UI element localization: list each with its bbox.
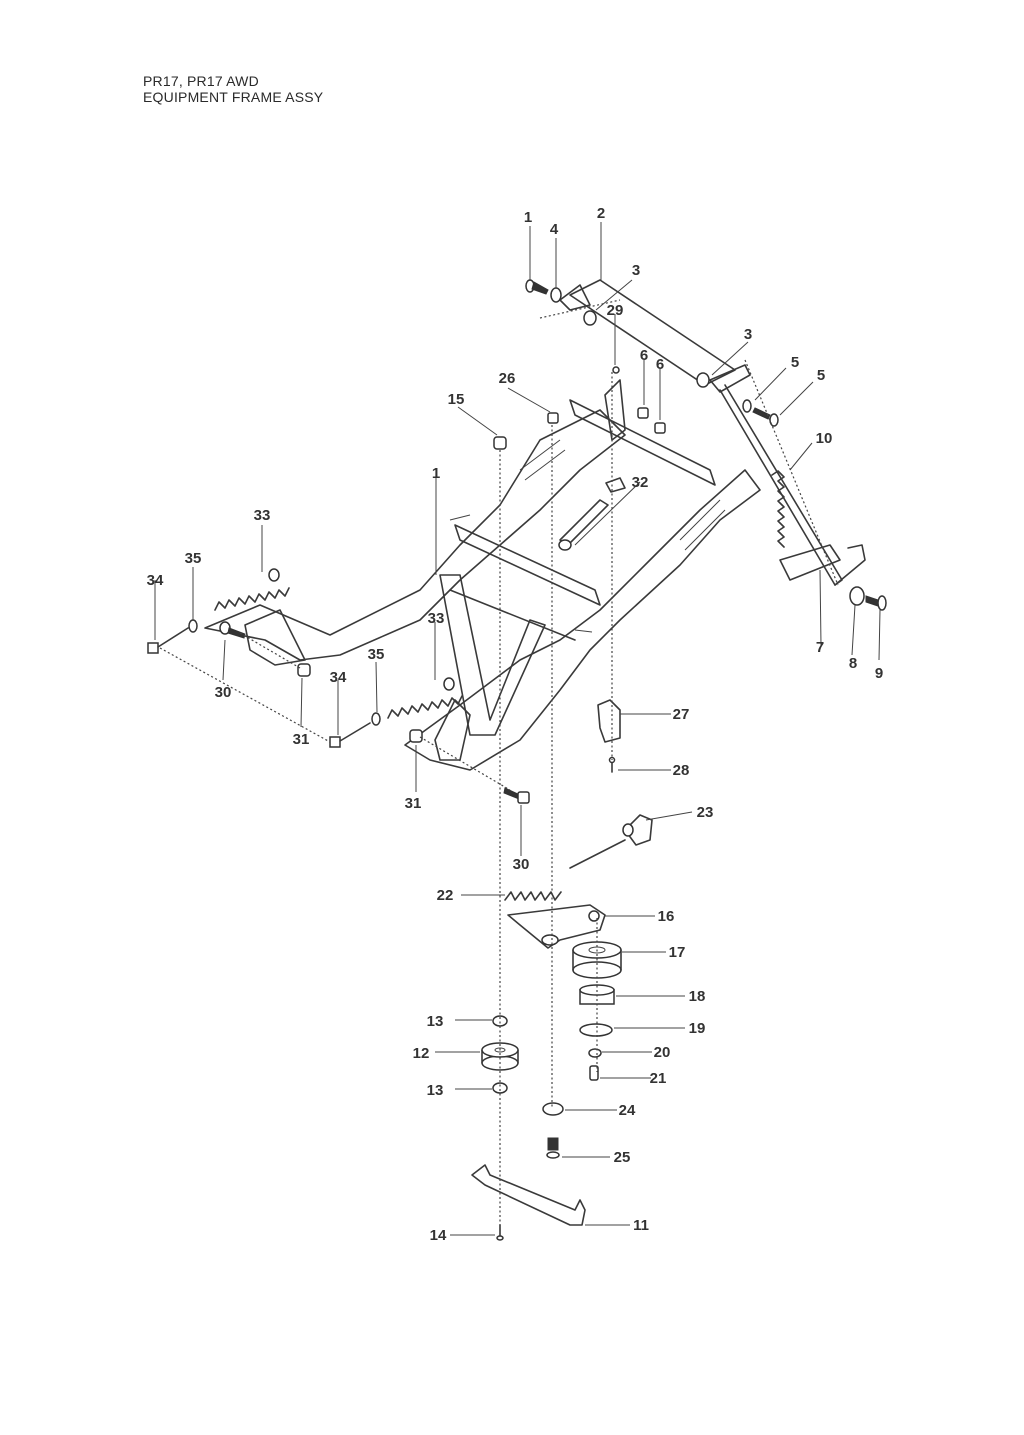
callout-23: 23 xyxy=(697,804,714,821)
callout-34: 34 xyxy=(147,572,164,589)
bolt-30-left xyxy=(219,621,246,639)
callout-10: 10 xyxy=(816,430,833,447)
belt-guide-11 xyxy=(471,1164,586,1226)
washer-19 xyxy=(579,1023,613,1037)
callout-25: 25 xyxy=(614,1149,631,1166)
callout-7: 7 xyxy=(816,639,824,656)
callout-16: 16 xyxy=(658,908,675,925)
leader-lines xyxy=(154,222,881,1236)
nut-6-a xyxy=(637,407,649,419)
callout-17: 17 xyxy=(669,944,686,961)
callout-3: 3 xyxy=(744,326,752,343)
washer-3-left xyxy=(583,310,597,326)
washer-35-right xyxy=(371,712,381,726)
callout-27: 27 xyxy=(673,706,690,723)
washer-20 xyxy=(588,1048,602,1058)
bracket-7 xyxy=(779,544,866,586)
washer-4-left xyxy=(550,287,562,303)
callout-5: 1 xyxy=(524,209,532,226)
callout-21: 21 xyxy=(650,1070,667,1087)
washer-3-right xyxy=(696,372,710,388)
callout-11: 11 xyxy=(633,1217,649,1234)
washer-35-left xyxy=(188,619,198,633)
spring-10 xyxy=(771,470,785,548)
callout-30: 30 xyxy=(215,684,232,701)
bracket-23 xyxy=(569,814,653,869)
callout-20: 20 xyxy=(654,1044,671,1061)
callout-6: 6 xyxy=(656,356,664,373)
callout-labels: 1 4 2 3 29 3 6 6 5 5 26 15 10 1 32 33 35… xyxy=(147,205,884,1244)
callout-35: 35 xyxy=(185,550,202,567)
callout-5: 5 xyxy=(817,367,825,384)
nut-6-b xyxy=(654,422,666,434)
callout-13: 13 xyxy=(427,1013,444,1030)
lift-arm xyxy=(559,279,843,586)
callout-14: 14 xyxy=(430,1227,447,1244)
washer-24 xyxy=(542,1102,564,1116)
callout-4: 4 xyxy=(550,221,559,238)
clip-27 xyxy=(597,699,621,743)
washer-4-right xyxy=(742,399,752,413)
diagram-header: PR17, PR17 AWD EQUIPMENT FRAME ASSY xyxy=(143,73,323,105)
callout-28: 28 xyxy=(673,762,690,779)
bolt-30-right xyxy=(503,787,530,804)
callout-26: 26 xyxy=(499,370,516,387)
callout-31: 31 xyxy=(293,731,310,748)
callout-31: 31 xyxy=(405,795,422,812)
spring-33-left xyxy=(214,568,290,611)
callout-22: 22 xyxy=(437,887,454,904)
bolt-21 xyxy=(589,1065,599,1081)
callout-29: 29 xyxy=(607,302,624,319)
callout-12: 12 xyxy=(413,1045,430,1062)
spring-25 xyxy=(546,1137,560,1159)
callout-33: 33 xyxy=(428,610,445,627)
callout-33: 33 xyxy=(254,507,271,524)
callout-2: 2 xyxy=(597,205,605,222)
callout-15: 15 xyxy=(448,391,465,408)
nut-31-right xyxy=(409,729,423,743)
nut-31-left xyxy=(297,663,311,677)
nut-26 xyxy=(547,412,559,424)
assembly-title: EQUIPMENT FRAME ASSY xyxy=(143,89,324,105)
nut-29 xyxy=(612,366,620,374)
callout-24: 24 xyxy=(619,1102,636,1119)
bolt-5-right xyxy=(752,407,779,427)
callout-4: 5 xyxy=(791,354,799,371)
model-title: PR17, PR17 AWD xyxy=(143,73,259,89)
equipment-frame xyxy=(204,379,761,771)
callout-1: 1 xyxy=(432,465,440,482)
pulley-12 xyxy=(481,1042,519,1071)
spring-33-right xyxy=(387,677,463,719)
bolt-5-left xyxy=(525,279,549,295)
callout-6: 6 xyxy=(640,347,648,364)
callout-32: 32 xyxy=(632,474,649,491)
callout-9: 9 xyxy=(875,665,883,682)
bolt-34-left xyxy=(147,627,189,654)
bolt-14 xyxy=(496,1224,504,1241)
bolt-9 xyxy=(865,595,887,611)
bolt-34-right xyxy=(329,722,371,748)
callout-35: 35 xyxy=(368,646,385,663)
spacer-13-lower xyxy=(492,1082,508,1094)
callout-19: 19 xyxy=(689,1020,706,1037)
idler-arm-16 xyxy=(507,904,606,949)
nut-15 xyxy=(493,436,507,450)
callout-30: 30 xyxy=(513,856,530,873)
washer-8 xyxy=(849,586,865,606)
assembly-axis-lines xyxy=(159,299,839,1235)
pin-32 xyxy=(558,477,626,551)
callout-3: 3 xyxy=(632,262,640,279)
callout-34: 34 xyxy=(330,669,347,686)
callout-8: 8 xyxy=(849,655,857,672)
callout-18: 18 xyxy=(689,988,706,1005)
callout-13: 13 xyxy=(427,1082,444,1099)
